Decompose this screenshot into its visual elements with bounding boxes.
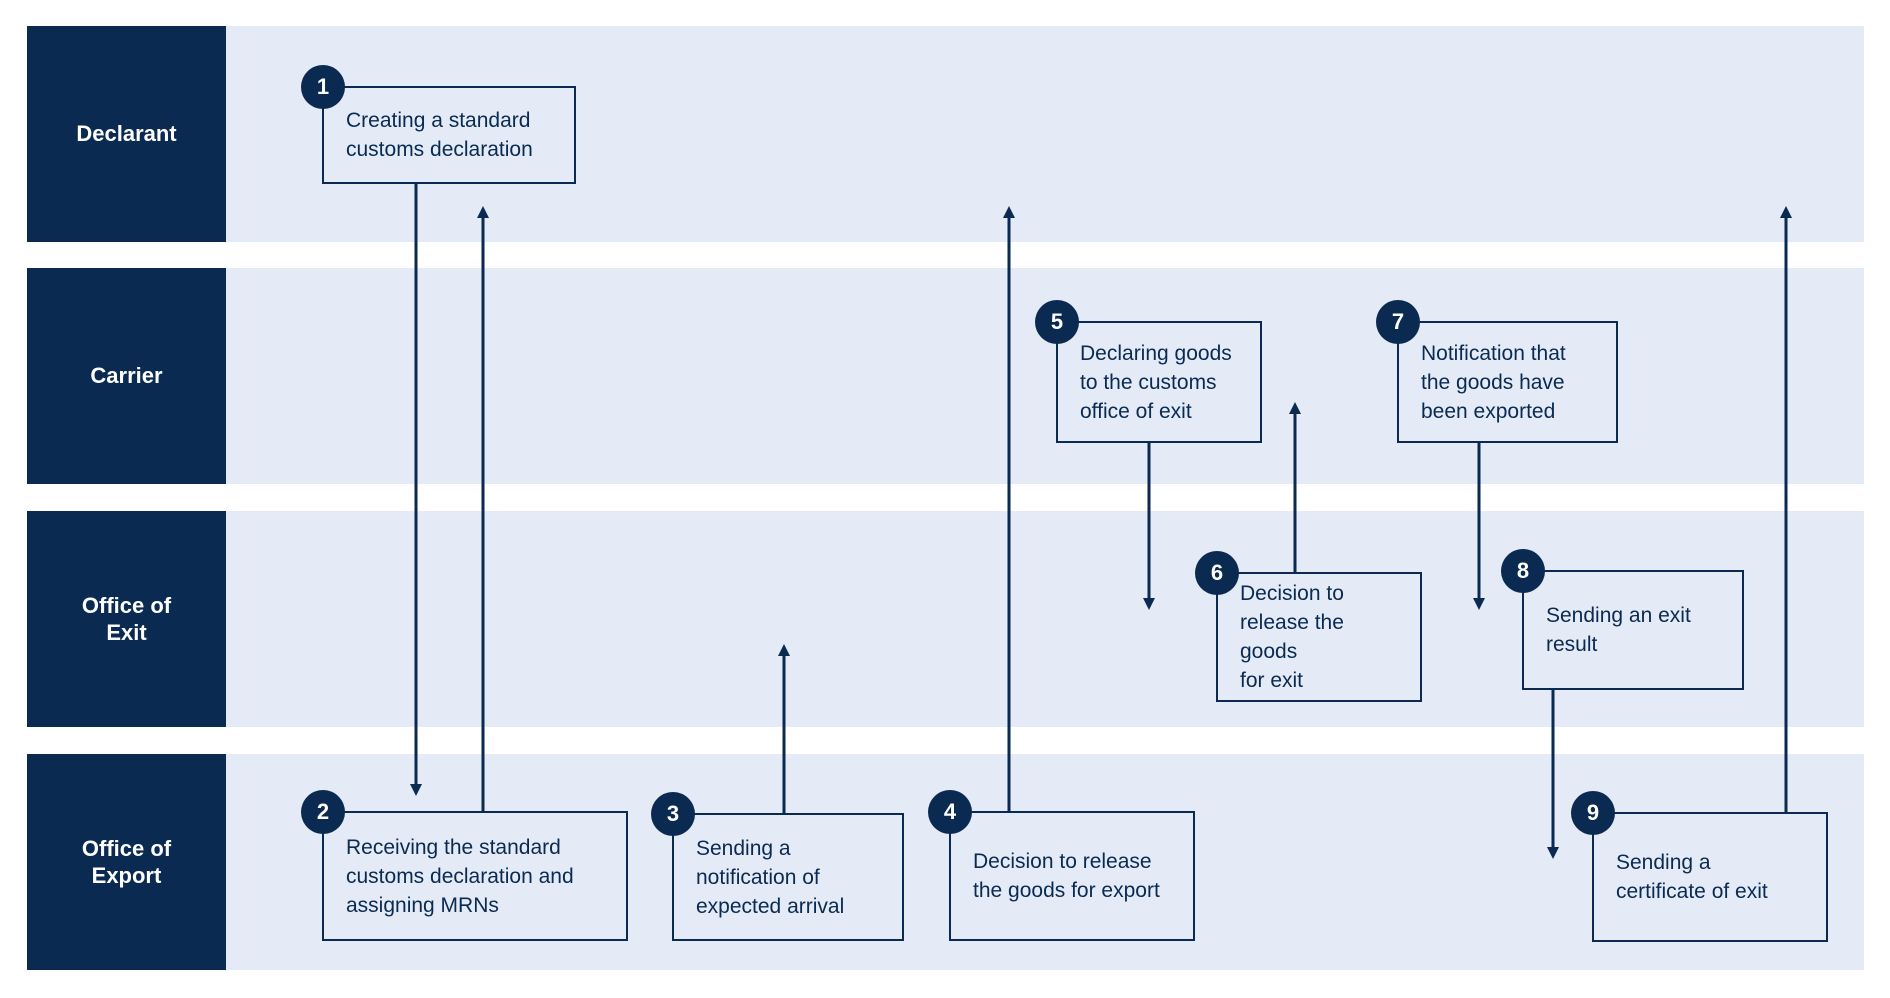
step-7-badge: 7 (1376, 300, 1420, 344)
step-5-badge: 5 (1035, 300, 1079, 344)
step-1-box: Creating a standard customs declaration (322, 86, 576, 184)
step-8-box: Sending an exit result (1522, 570, 1744, 690)
step-4-badge: 4 (928, 790, 972, 834)
step-8-badge: 8 (1501, 549, 1545, 593)
step-6-badge: 6 (1195, 551, 1239, 595)
step-4-box: Decision to release the goods for export (949, 811, 1195, 941)
step-7-box: Notification that the goods have been ex… (1397, 321, 1618, 443)
step-3-badge: 3 (651, 792, 695, 836)
step-3-box: Sending a notification of expected arriv… (672, 813, 904, 941)
step-2-box: Receiving the standard customs declarati… (322, 811, 628, 941)
step-9-badge: 9 (1571, 791, 1615, 835)
step-1-badge: 1 (301, 65, 345, 109)
lane-label-office-of-export: Office of Export (27, 754, 226, 970)
step-9-box: Sending a certificate of exit (1592, 812, 1828, 942)
step-6-box: Decision to release the goods for exit (1216, 572, 1422, 702)
step-2-badge: 2 (301, 790, 345, 834)
lane-label-declarant: Declarant (27, 26, 226, 242)
step-5-box: Declaring goods to the customs office of… (1056, 321, 1262, 443)
lane-label-carrier: Carrier (27, 268, 226, 484)
lane-label-office-of-exit: Office of Exit (27, 511, 226, 727)
